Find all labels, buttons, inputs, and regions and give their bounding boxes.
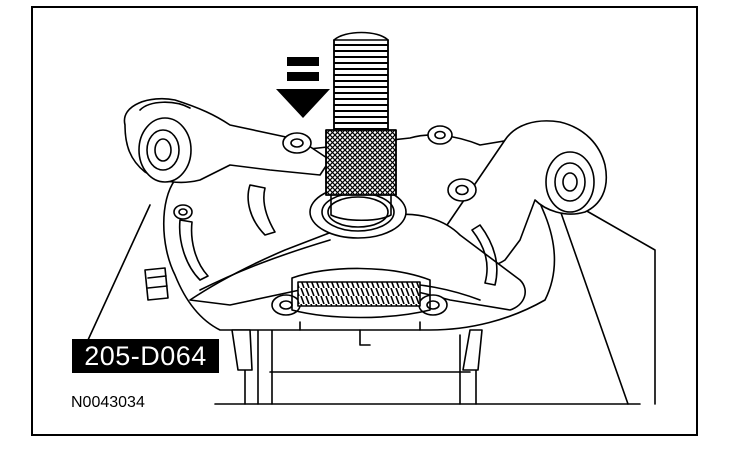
figure-id: N0043034 [71, 394, 145, 411]
arrow-down-icon [276, 57, 330, 118]
steering-knuckle [123, 98, 607, 371]
press-tool [325, 31, 397, 222]
special-tool-number: 205-D064 [72, 339, 219, 373]
